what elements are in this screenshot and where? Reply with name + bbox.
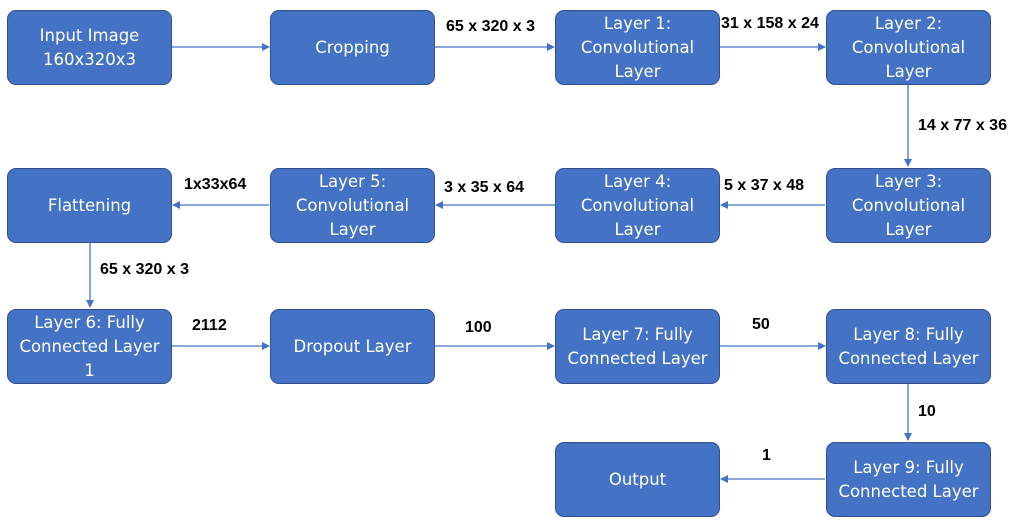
edge-label-layer6-to-dropout: 2112 <box>192 317 227 334</box>
node-layer7-fully-connected: Layer 7: Fully Connected Layer <box>555 309 720 384</box>
edge-label-cropping-to-layer1: 65 x 320 x 3 <box>446 18 535 35</box>
node-cropping: Cropping <box>270 10 435 85</box>
edge-label-layer5-to-flattening: 1x33x64 <box>184 176 247 193</box>
edge-label-layer8-to-layer9: 10 <box>918 403 936 420</box>
node-output: Output <box>555 442 720 517</box>
edge-label-flattening-to-layer6: 65 x 320 x 3 <box>100 261 189 278</box>
edge-label-layer7-to-layer8: 50 <box>752 316 770 333</box>
node-layer9-fully-connected: Layer 9: Fully Connected Layer <box>826 442 991 517</box>
edge-label-layer1-to-layer2: 31 x 158 x 24 <box>721 15 819 32</box>
node-dropout: Dropout Layer <box>270 309 435 384</box>
node-layer6-fully-connected: Layer 6: Fully Connected Layer 1 <box>7 309 172 384</box>
node-layer8-fully-connected: Layer 8: Fully Connected Layer <box>826 309 991 384</box>
edge-label-layer3-to-layer4: 5 x 37 x 48 <box>724 177 805 194</box>
edge-label-layer9-to-output: 1 <box>762 447 771 464</box>
edge-label-layer4-to-layer5: 3 x 35 x 64 <box>444 179 525 196</box>
node-layer3-convolutional: Layer 3: Convolutional Layer <box>826 168 991 243</box>
edge-label-dropout-to-layer7: 100 <box>465 319 492 336</box>
node-flattening: Flattening <box>7 168 172 243</box>
node-layer2-convolutional: Layer 2: Convolutional Layer <box>826 10 991 85</box>
node-layer4-convolutional: Layer 4: Convolutional Layer <box>555 168 720 243</box>
node-layer5-convolutional: Layer 5: Convolutional Layer <box>270 168 435 243</box>
node-input-image: Input Image 160x320x3 <box>7 10 172 85</box>
edge-label-layer2-to-layer3: 14 x 77 x 36 <box>918 117 1007 134</box>
node-layer1-convolutional: Layer 1: Convolutional Layer <box>555 10 720 85</box>
